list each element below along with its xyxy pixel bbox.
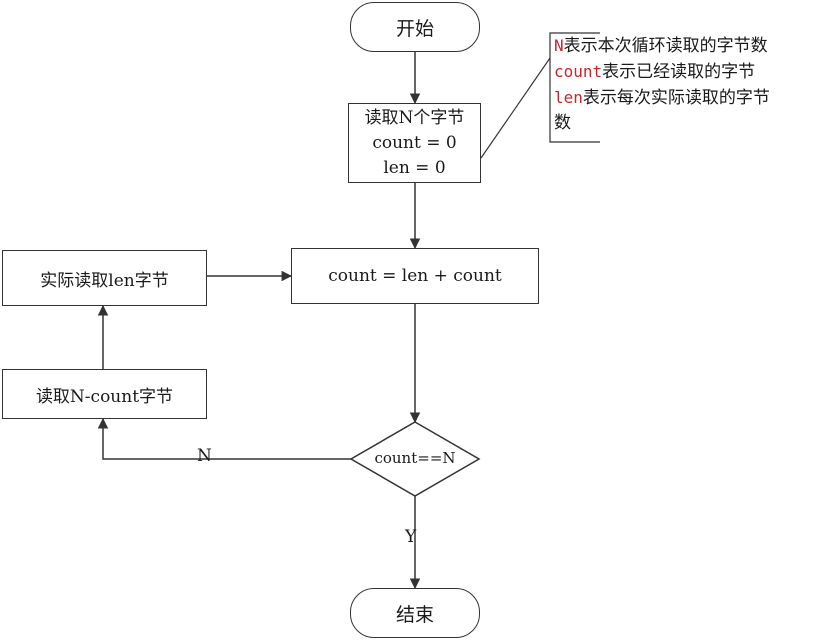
read-remaining-process: 读取N-count字节 — [2, 369, 207, 419]
start-label: 开始 — [395, 17, 434, 40]
edge-decision-no — [97, 417, 351, 460]
init-line-3: len = 0 — [383, 157, 446, 178]
yes-branch-label: Y — [405, 527, 417, 547]
note-var-count: count — [554, 62, 603, 81]
note-bracket — [549, 32, 600, 143]
note-line-3: len表示每次实际读取的字节 — [554, 85, 770, 111]
note-var-n: N — [554, 36, 564, 55]
read-actual-label: 实际读取len字节 — [40, 270, 169, 291]
read-actual-process: 实际读取len字节 — [2, 250, 207, 306]
note-line-4: 数 — [554, 113, 571, 133]
end-terminal: 结束 — [350, 588, 480, 638]
read-remaining-label: 读取N-count字节 — [35, 386, 174, 407]
variable-note: N表示本次循环读取的字节数 count表示已经读取的字节 len表示每次实际读取… — [554, 33, 770, 136]
note-var-len: len — [554, 88, 583, 107]
end-label: 结束 — [395, 603, 434, 626]
start-terminal: 开始 — [350, 2, 480, 52]
decision-label: count==N — [374, 449, 456, 467]
accumulate-process: count = len + count — [291, 248, 539, 304]
note-text-1: 表示本次循环读取的字节数 — [563, 36, 768, 56]
init-line-1: 读取N个字节 — [364, 107, 465, 128]
note-line-1: N表示本次循环读取的字节数 — [554, 33, 770, 59]
note-text-2: 表示已经读取的字节 — [602, 62, 756, 82]
note-leader — [480, 57, 551, 159]
note-text-3: 表示每次实际读取的字节 — [582, 88, 770, 108]
init-line-2: count = 0 — [372, 132, 457, 153]
no-branch-label: N — [197, 446, 212, 466]
init-process: 读取N个字节 count = 0 len = 0 — [348, 103, 481, 183]
accumulate-label: count = len + count — [328, 266, 502, 286]
note-line-2: count表示已经读取的字节 — [554, 59, 770, 85]
